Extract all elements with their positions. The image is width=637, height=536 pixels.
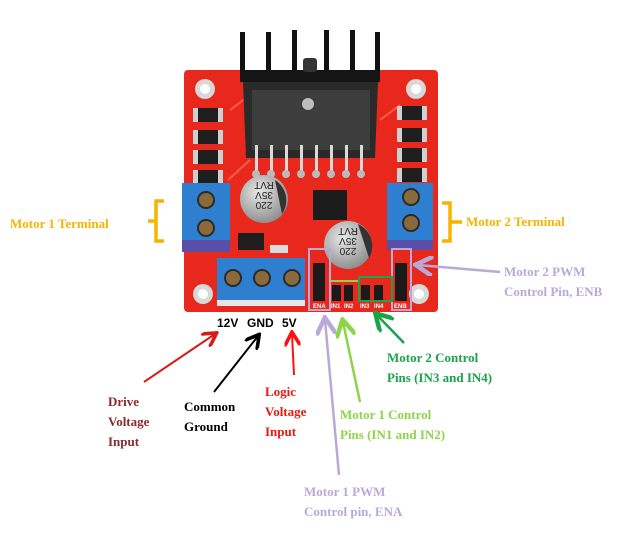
pin-label-gnd: GND: [247, 316, 274, 330]
motor1-bracket-icon: [148, 199, 164, 243]
capacitor-text: 220: [255, 199, 272, 210]
in3-in4-highlight-box: [358, 276, 393, 302]
motor1-terminal-label: Motor 1 Terminal: [10, 216, 109, 231]
motor2-bracket-icon: [442, 201, 462, 243]
mounting-hole-icon: [409, 284, 429, 304]
motor1-terminal-block: [182, 183, 230, 252]
capacitor-text: 35V: [339, 235, 357, 246]
pin-label-12v: 12V: [217, 316, 239, 330]
pin-label-in1: IN1: [331, 304, 341, 310]
common-ground-label: Common Ground: [184, 399, 236, 434]
pin-label-in2: IN2: [344, 304, 354, 310]
motor2-terminal-block: [387, 183, 433, 250]
5v-enable-jumper: [238, 233, 264, 250]
pin-label-5v: 5V: [282, 316, 297, 330]
ena-highlight-box: [308, 248, 331, 311]
drive-voltage-arrow: [143, 334, 215, 383]
pin-label-enb: ENB: [394, 304, 407, 310]
heatsink: [240, 30, 380, 158]
pin-label-in3: IN3: [360, 304, 370, 310]
motor2-control-arrow: [377, 315, 405, 344]
mounting-hole-icon: [195, 79, 215, 99]
logic-voltage-label: Logic Voltage Input: [265, 384, 307, 439]
pin-label-in4: IN4: [374, 304, 384, 310]
header-pin-labels: ENA IN1 IN2 IN3 IN4 ENB: [313, 304, 407, 310]
smd-resistor: [270, 245, 288, 253]
capacitor-text: 35V: [255, 189, 273, 200]
diode-array-left: [193, 108, 223, 184]
voltage-regulator: [313, 190, 347, 220]
pin-label-ena: ENA: [313, 304, 326, 310]
diode-array-right: [397, 106, 427, 182]
power-terminal-block: [217, 258, 305, 306]
capacitor-1: 220 35V RVT: [240, 175, 288, 223]
motor1-pwm-label: Motor 1 PWM Control pin, ENA: [304, 484, 403, 519]
ic-pins: [252, 145, 365, 178]
motor2-control-label: Motor 2 Control Pins (IN3 and IN4): [387, 350, 493, 385]
logic-voltage-arrow: [292, 334, 294, 376]
control-header: [313, 263, 407, 301]
ena-arrow: [325, 320, 341, 476]
mounting-hole-icon: [406, 79, 426, 99]
motor1-control-arrow: [343, 322, 362, 403]
motor2-terminal-label: Motor 2 Terminal: [466, 214, 565, 229]
capacitor-text: RVT: [338, 225, 358, 236]
mounting-hole-icon: [193, 284, 213, 304]
capacitor-text: 220: [339, 245, 356, 256]
capacitor-text: RVT: [254, 179, 274, 190]
enb-arrow: [418, 265, 501, 272]
motor2-pwm-label: Motor 2 PWM Control Pin, ENB: [504, 264, 603, 299]
motor1-control-label: Motor 1 Control Pins (IN1 and IN2): [340, 407, 446, 442]
common-ground-arrow: [213, 336, 258, 393]
capacitor-2: 220 35V RVT: [324, 221, 373, 269]
drive-voltage-label: Drive Voltage Input: [108, 394, 150, 449]
